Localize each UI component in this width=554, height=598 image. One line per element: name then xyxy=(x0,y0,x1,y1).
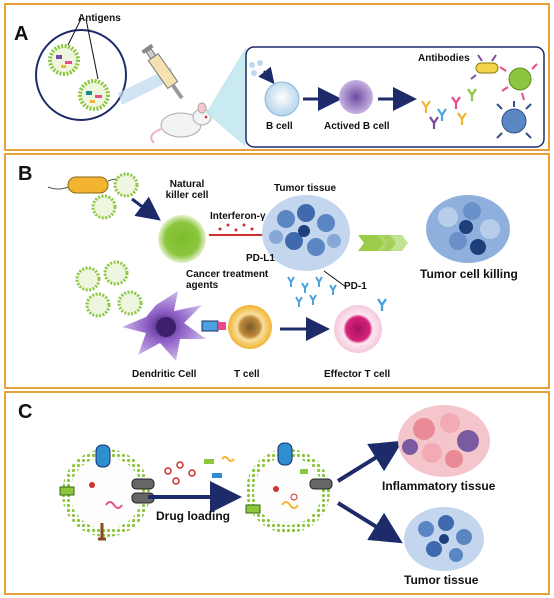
pd-1-label: PD-1 xyxy=(344,281,367,292)
synapse-icon xyxy=(201,320,219,332)
vesicle-icon xyxy=(75,266,101,292)
effector-t-cell-label: Effector T cell xyxy=(324,369,391,380)
vesicle-icon xyxy=(103,260,129,286)
tumor-tissue-icon xyxy=(404,507,484,571)
antigens-label: Antigens xyxy=(78,13,121,24)
b-cell-icon xyxy=(264,81,300,117)
nk-cell-label: Natural killer cell xyxy=(165,179,209,201)
cancer-agents-label: Cancer treatment agents xyxy=(186,269,269,291)
loaded-vesicle-icon xyxy=(245,442,333,533)
bacterium-icon xyxy=(67,176,109,194)
panel-a: A xyxy=(4,3,550,151)
activated-b-cell-icon xyxy=(339,80,373,114)
panel-c-label: C xyxy=(18,401,33,423)
antibodies-icon xyxy=(287,276,337,307)
panel-b-illustration xyxy=(47,172,510,361)
b-cell-label: B cell xyxy=(266,121,293,132)
drug-molecules-icon xyxy=(164,456,235,485)
t-cell-label: T cell xyxy=(234,369,260,380)
vesicle-icon xyxy=(85,292,111,318)
actived-b-cell-label: Actived B cell xyxy=(324,121,390,132)
empty-vesicle-icon xyxy=(59,444,155,541)
vesicle-icon xyxy=(113,172,139,198)
panel-b-label: B xyxy=(18,163,33,185)
zoom-wedge xyxy=(206,47,246,147)
mouse-icon xyxy=(150,102,212,144)
tumor-tissue-label: Tumor tissue xyxy=(274,183,337,194)
antibodies-icon xyxy=(421,88,477,129)
inflammatory-tissue-label: Inflammatory tissue xyxy=(382,479,496,493)
panel-c-illustration xyxy=(59,405,490,571)
magnifier-circle xyxy=(35,29,127,121)
tumor-tissue-c-label: Tumor tissue xyxy=(404,573,479,587)
antibodies-label: Antibodies xyxy=(418,53,470,64)
drug-loading-label: Drug loading xyxy=(156,509,230,523)
inflammatory-tissue-icon xyxy=(398,405,490,477)
nk-cell-icon xyxy=(158,215,206,263)
panel-b: B xyxy=(4,153,550,389)
panel-a-illustration xyxy=(35,18,545,148)
effector-t-cell-icon xyxy=(334,305,382,353)
panel-c: C xyxy=(4,391,550,595)
interferon-label: Interferon-γ xyxy=(210,211,266,222)
vesicle-icon xyxy=(78,79,110,111)
tumor-tissue-icon xyxy=(262,195,350,271)
killing-arrow xyxy=(358,235,408,251)
tumor-killing-label: Tumor cell killing xyxy=(420,267,518,281)
bacterium-icon xyxy=(475,62,499,74)
vesicle-icon xyxy=(117,290,143,316)
dendritic-cell-label: Dendritic Cell xyxy=(132,369,197,380)
pd-l1-label: PD-L1 xyxy=(246,253,275,264)
t-cell-icon xyxy=(228,305,272,349)
vesicle-icon xyxy=(91,194,117,220)
vesicle-icon xyxy=(48,44,80,76)
syringe-icon xyxy=(141,43,184,100)
killed-tumor-icon xyxy=(426,195,510,263)
virus-icon xyxy=(501,108,527,134)
dendritic-cell-icon xyxy=(122,291,206,361)
panel-a-label: A xyxy=(14,23,29,45)
pathogen-icon xyxy=(508,67,532,91)
